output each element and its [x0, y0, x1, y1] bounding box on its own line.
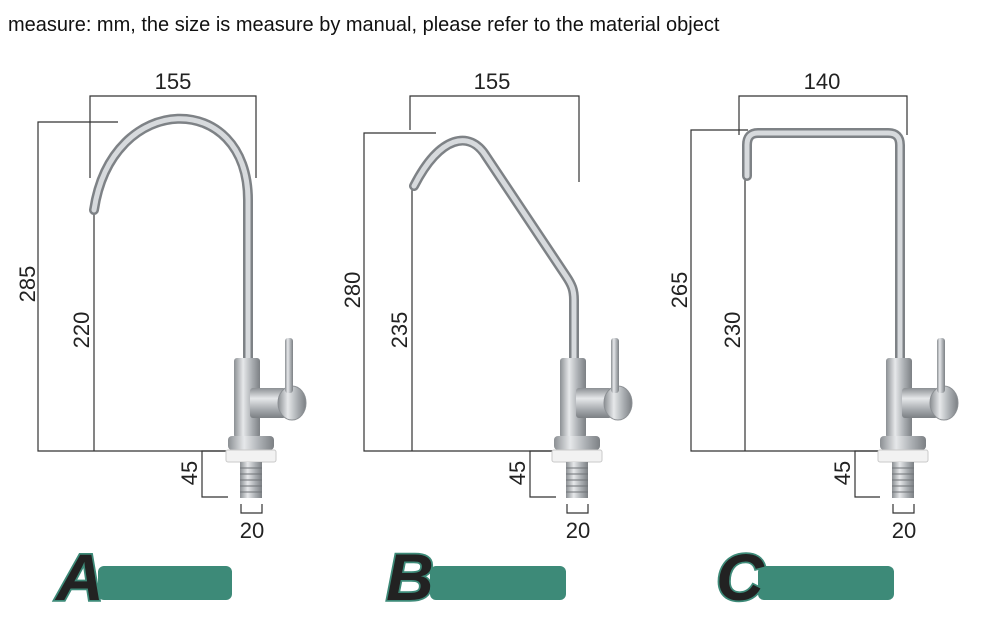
faucet-a-icon [89, 113, 307, 498]
total-height-dimension-line [363, 132, 553, 452]
badge-bar-b [430, 566, 566, 600]
measurement-note: measure: mm, the size is measure by manu… [8, 14, 720, 36]
thread-length-dimension-line [529, 450, 556, 498]
badge-letter-c: C [716, 540, 765, 614]
badge-bar-a [98, 566, 232, 600]
thread-diameter-dimension-line [566, 504, 589, 514]
total-height-label: 265 [667, 272, 692, 309]
badge-letter-b: B [386, 540, 434, 614]
faucet-c-icon [742, 128, 959, 498]
thread-length-dimension-line [854, 450, 880, 498]
total-height-dimension-line [37, 121, 225, 452]
thread-diameter-label: 20 [566, 518, 590, 543]
spout-height-label: 220 [69, 312, 94, 349]
thread-length-label: 45 [177, 461, 202, 485]
faucet-b: 155 280 235 45 20 B [340, 69, 633, 616]
thread-diameter-label: 20 [240, 518, 264, 543]
width-label: 155 [474, 69, 511, 94]
badge-letter-a: A [54, 540, 104, 614]
width-dimension-line [738, 95, 908, 135]
spout-height-label: 230 [720, 312, 745, 349]
thread-length-label: 45 [830, 461, 855, 485]
total-height-dimension-line [690, 129, 880, 452]
thread-diameter-dimension-line [892, 504, 915, 514]
badge-bar-c [758, 566, 894, 600]
width-dimension-line [89, 95, 257, 178]
thread-length-dimension-line [201, 450, 228, 498]
total-height-label: 285 [15, 266, 40, 303]
width-label: 140 [804, 69, 841, 94]
faucet-a: 155 285 220 45 20 [15, 69, 307, 616]
total-height-label: 280 [340, 272, 365, 309]
faucet-c: 140 265 230 45 20 C [667, 69, 959, 616]
thread-length-label: 45 [505, 461, 530, 485]
width-label: 155 [155, 69, 192, 94]
faucet-b-icon [409, 135, 633, 498]
width-dimension-line [409, 95, 580, 182]
thread-diameter-dimension-line [240, 504, 263, 514]
spout-height-label: 235 [387, 312, 412, 349]
thread-diameter-label: 20 [892, 518, 916, 543]
